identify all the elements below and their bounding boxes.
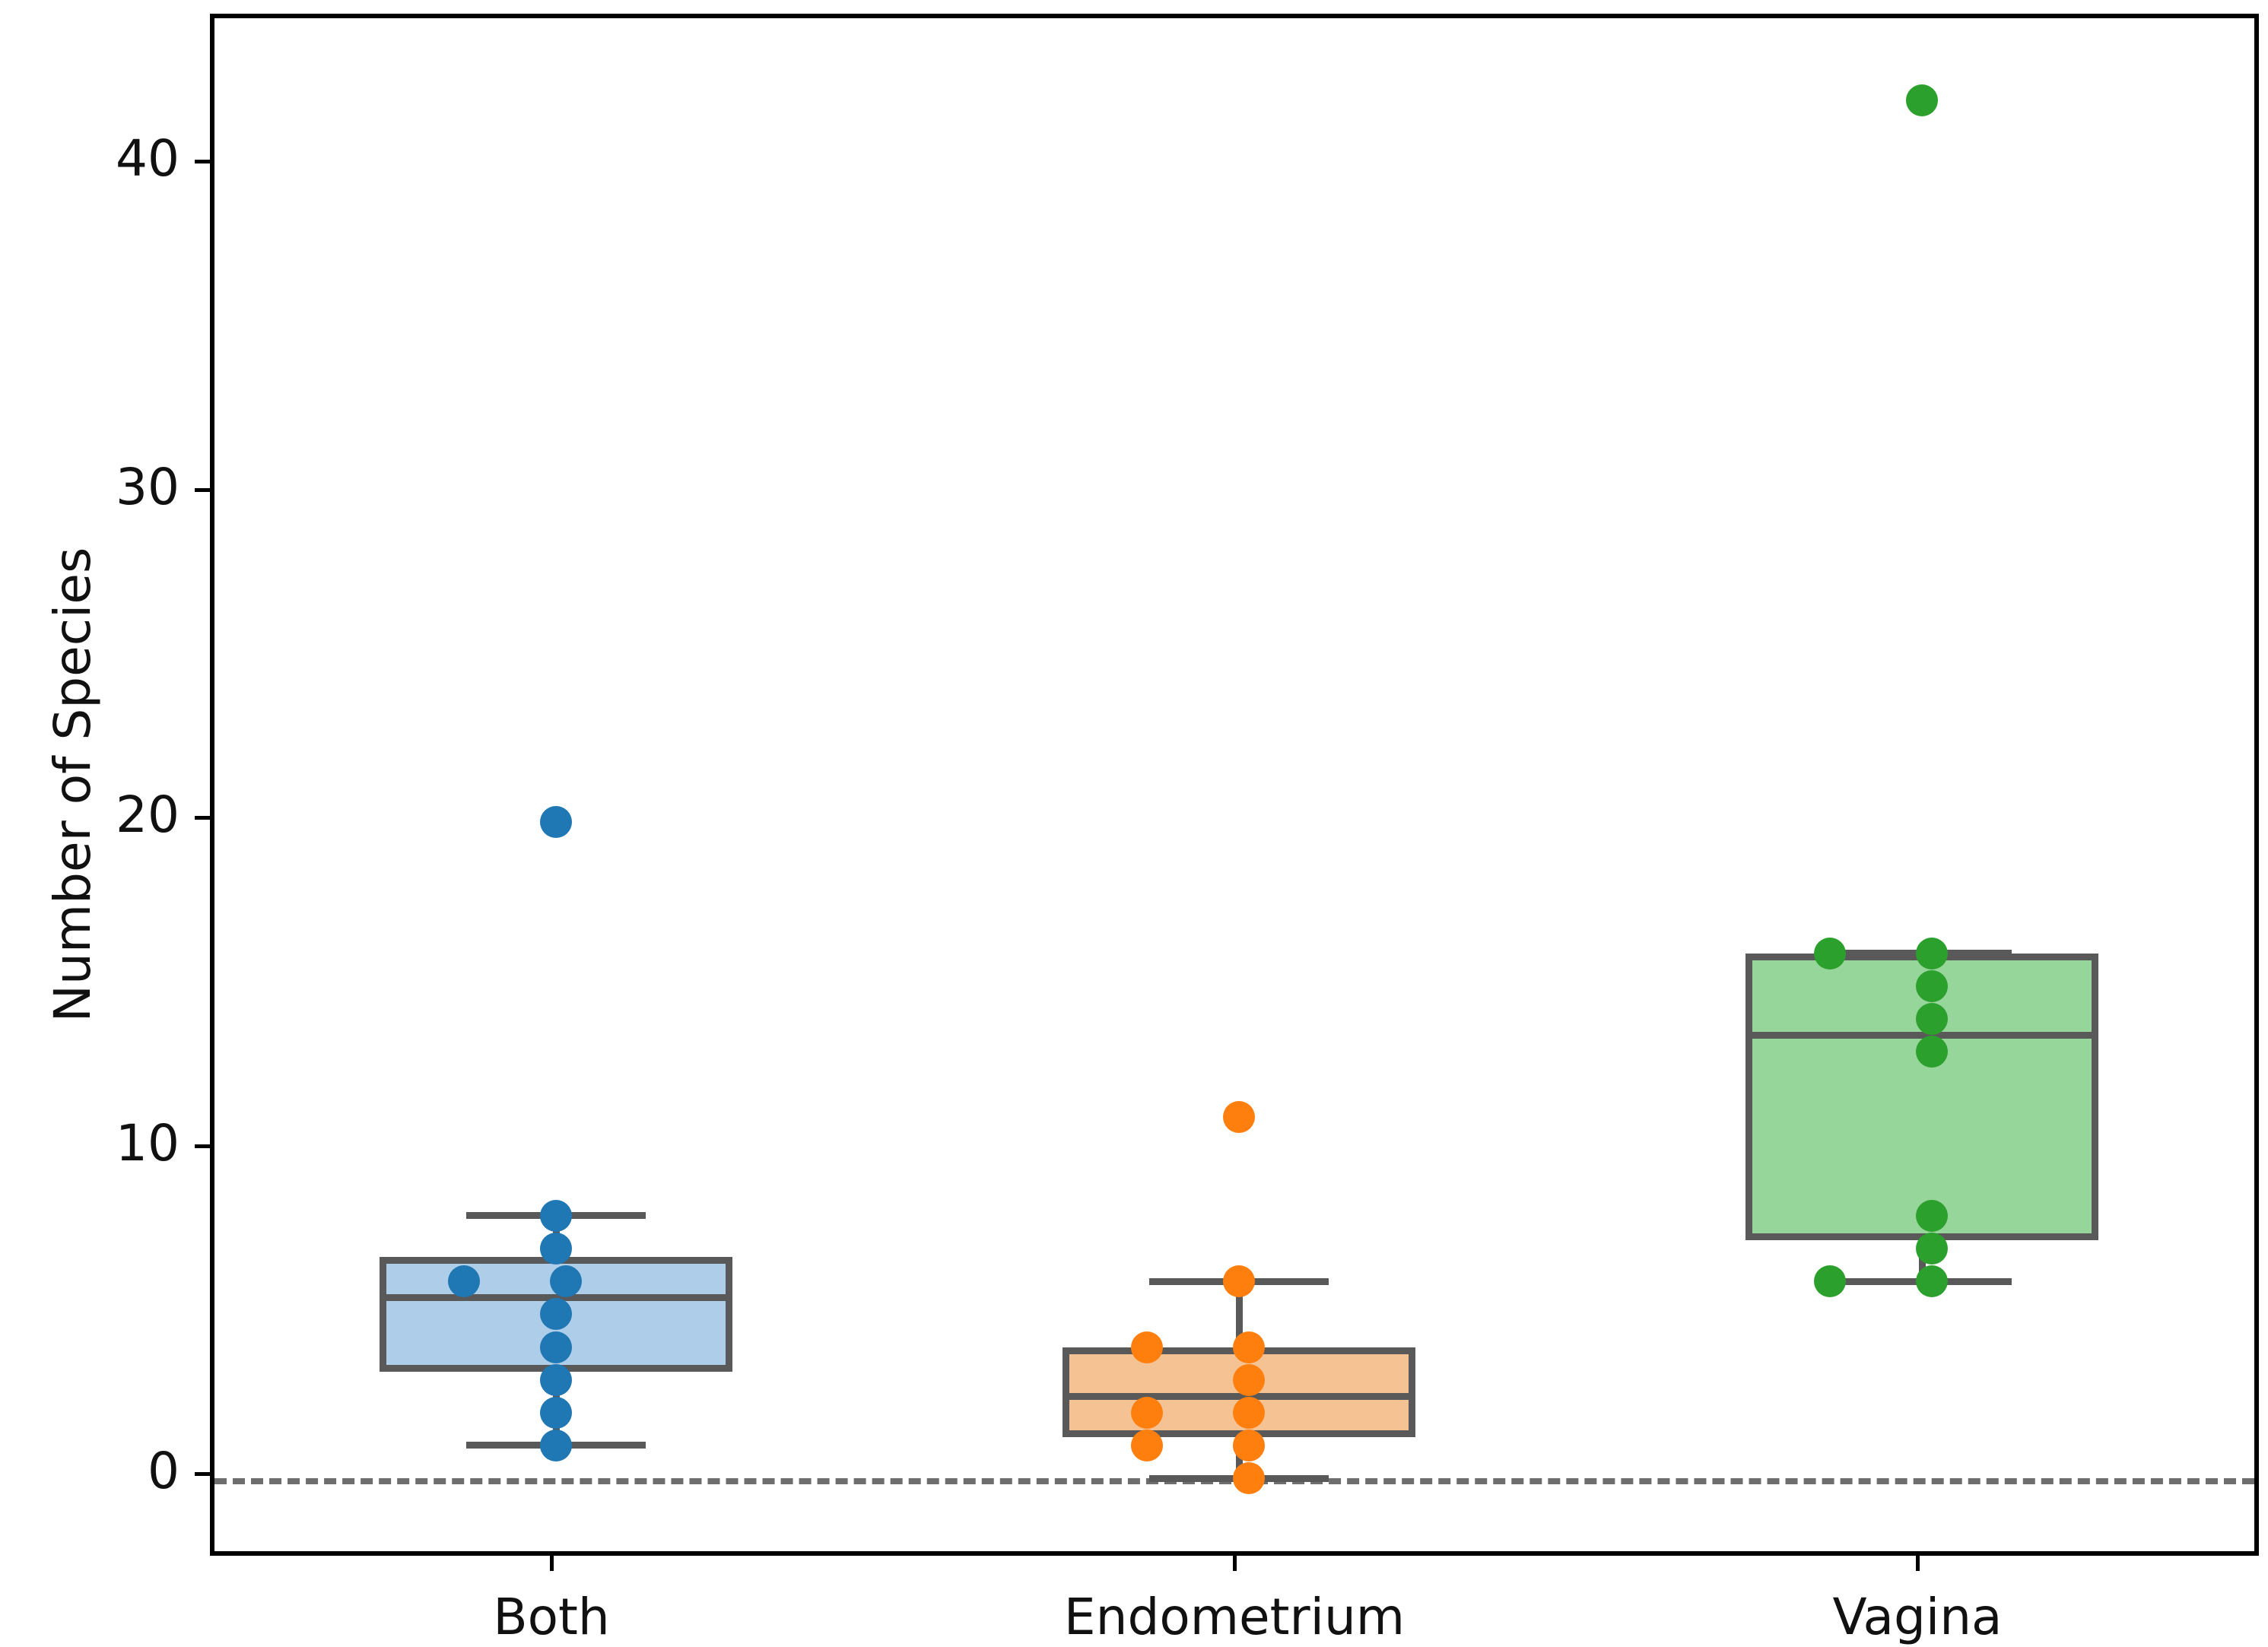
data-point	[1233, 1363, 1266, 1396]
data-point	[1916, 1036, 1949, 1068]
median-line	[380, 1294, 732, 1302]
y-tick-mark	[195, 160, 210, 164]
data-point	[550, 1265, 583, 1298]
boxplot-group-both	[214, 18, 2254, 1551]
y-tick-label: 30	[116, 457, 179, 516]
data-point	[1223, 1265, 1255, 1298]
x-tick-mark	[1916, 1556, 1920, 1571]
data-point	[1233, 1462, 1266, 1495]
data-point	[540, 806, 572, 839]
data-point	[447, 1265, 480, 1298]
y-tick-mark	[195, 1144, 210, 1148]
y-tick-mark	[195, 1472, 210, 1477]
y-tick-mark	[195, 816, 210, 820]
data-point	[1233, 1331, 1266, 1363]
y-tick-label: 0	[148, 1442, 179, 1501]
y-tick-mark	[195, 487, 210, 492]
data-point	[1223, 1101, 1255, 1134]
y-tick-label: 10	[116, 1113, 179, 1173]
data-point	[540, 1331, 572, 1363]
data-point	[1916, 937, 1949, 969]
data-point	[540, 1233, 572, 1265]
x-tick-label-endometrium: Endometrium	[1063, 1588, 1406, 1646]
boxplot-group-endometrium	[214, 18, 2254, 1551]
y-axis-label: Number of Species	[43, 547, 102, 1023]
data-point	[540, 1298, 572, 1331]
data-point	[1916, 969, 1949, 1002]
data-point	[1233, 1429, 1266, 1461]
x-tick-mark	[1233, 1556, 1237, 1571]
plot-axes-frame	[210, 14, 2259, 1556]
data-point	[540, 1199, 572, 1232]
boxplot-group-vagina	[214, 18, 2254, 1551]
data-point	[540, 1363, 572, 1396]
data-point	[1916, 1233, 1949, 1265]
data-point	[1233, 1396, 1266, 1429]
data-point	[1906, 84, 1938, 116]
data-point	[1813, 937, 1846, 969]
data-point	[1916, 1265, 1949, 1298]
data-point	[540, 1396, 572, 1429]
median-line	[1745, 1032, 2098, 1039]
y-tick-label: 40	[116, 129, 179, 189]
data-point	[1916, 1199, 1949, 1232]
x-tick-label-both: Both	[493, 1588, 610, 1646]
y-tick-label: 20	[116, 785, 179, 845]
x-tick-label-vagina: Vagina	[1832, 1588, 2003, 1646]
x-tick-mark	[550, 1556, 554, 1571]
data-point	[1130, 1429, 1163, 1461]
data-point	[1916, 1003, 1949, 1036]
data-point	[1130, 1396, 1163, 1429]
data-point	[1130, 1331, 1163, 1363]
plot-area	[214, 18, 2254, 1551]
data-point	[1813, 1265, 1846, 1298]
data-point	[540, 1429, 572, 1461]
median-line	[1063, 1392, 1415, 1400]
whisker-line-upper	[1235, 1281, 1243, 1347]
